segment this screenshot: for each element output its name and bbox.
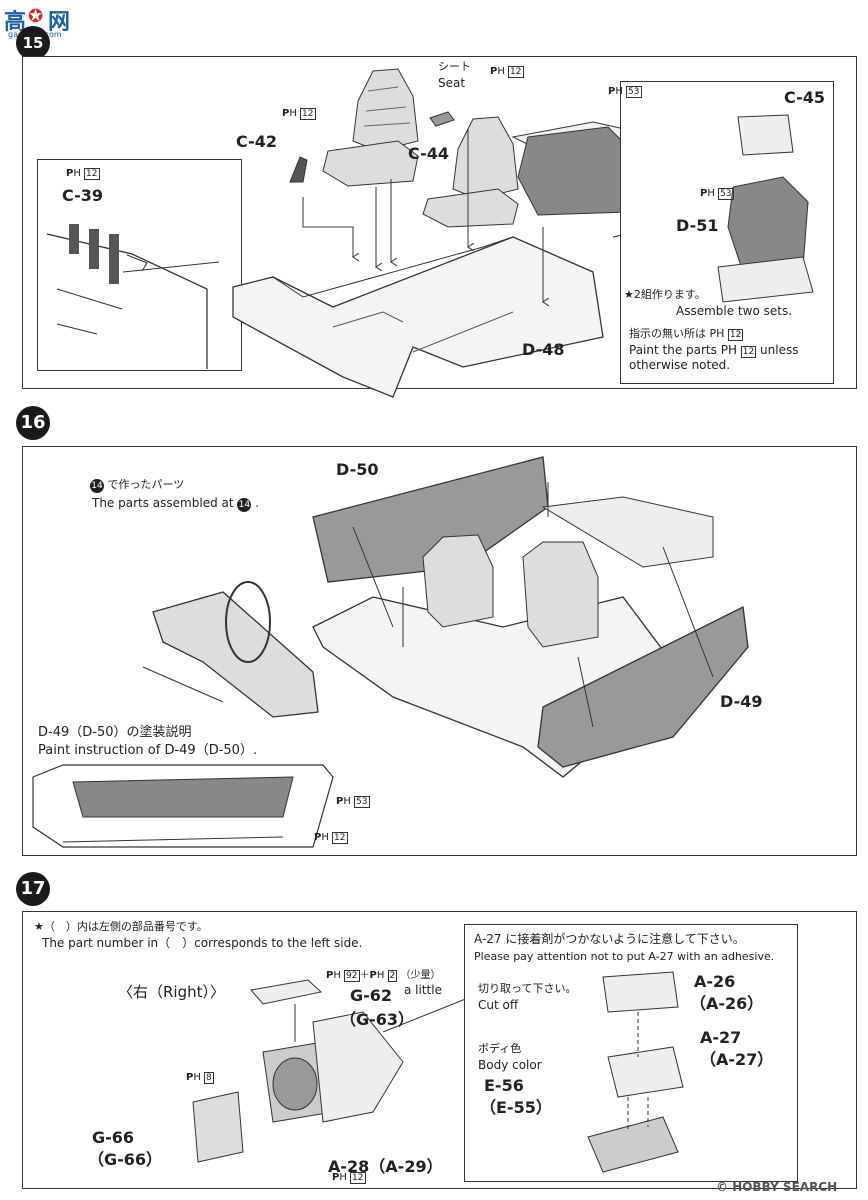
ph53-door-label: PH 53	[336, 796, 370, 808]
cut-off-en: Cut off	[478, 998, 519, 1012]
watermark-logo-char1: 高	[4, 10, 27, 35]
s17-note-jp: ★（ ）内は左側の部品番号です。	[34, 920, 208, 933]
inset-note-en1: Assemble two sets.	[676, 304, 793, 318]
console-warn-en: Please pay attention not to put A-27 wit…	[474, 950, 775, 963]
paint-instruction-jp: D-49（D-50）の塗装説明	[38, 725, 192, 740]
parts-at14-en: The parts assembled at 14 .	[92, 496, 260, 512]
part-c42: C-42	[236, 132, 278, 151]
part-g63: （G-63）	[340, 1010, 415, 1029]
step-16-number: 16	[16, 406, 50, 440]
part-c45: C-45	[784, 88, 826, 107]
console-drawing	[587, 971, 684, 1173]
inset-note-en3: otherwise noted.	[629, 358, 731, 372]
ph12-a28-label: PH 12	[332, 1172, 366, 1184]
ph-c39-label: PH 12	[66, 168, 100, 180]
part-d51: D-51	[676, 216, 719, 235]
step14-circle: 14	[90, 479, 104, 493]
part-a27: A-27	[700, 1028, 742, 1047]
step14-circle-en: 14	[237, 498, 252, 512]
body-color-jp: ボディ色	[478, 1042, 522, 1055]
part-g62: G-62	[350, 986, 393, 1005]
inset-note-jp1: ★2組作ります。	[624, 288, 706, 301]
pedal-inset	[37, 159, 242, 371]
cut-off-jp: 切り取って下さい。	[478, 982, 577, 995]
inset-note-jp2: 指示の無い所は PH 12	[629, 327, 744, 341]
pedal-drawing	[46, 224, 208, 369]
front-seat-drawing	[322, 68, 419, 187]
paint-instruction-en: Paint instruction of D-49（D-50）.	[38, 743, 258, 758]
ph-mix-label: PH 92＋PH 2 （少量）	[326, 970, 441, 982]
door-trim-assembly-drawing	[192, 979, 484, 1163]
part-a26: A-26	[694, 972, 736, 991]
part-g66-paren: （G-66）	[88, 1150, 163, 1169]
body-color-en: Body color	[478, 1058, 542, 1072]
ph-rear-label: PH 53	[608, 86, 642, 98]
step-15-number: 15	[16, 26, 50, 60]
console-warn-jp: A-27 に接着剤がつかないように注意して下さい。	[474, 932, 745, 946]
mix-en-label: a little	[404, 983, 442, 997]
parts-at14-jp: 14 で作ったパーツ	[90, 478, 185, 493]
part-d49: D-49	[720, 692, 763, 711]
step-16-panel	[22, 446, 857, 856]
part-e55: （E-55）	[480, 1098, 552, 1117]
right-side-label: 〈右（Right）〉	[118, 983, 226, 1001]
step-15-panel	[22, 56, 857, 398]
step-17-number: 17	[16, 872, 50, 906]
part-a28: A-28（A-29）	[328, 1157, 443, 1176]
hobby-search-watermark: © HOBBY SEARCH	[716, 1180, 838, 1194]
part-d48: D-48	[522, 340, 565, 359]
step-17-panel	[22, 911, 857, 1189]
shifter-drawing	[289, 156, 308, 183]
part-c39: C-39	[62, 186, 104, 205]
part-g66: G-66	[92, 1128, 135, 1147]
part-e56: E-56	[484, 1076, 524, 1095]
seat-label-jp: シート	[438, 60, 471, 73]
watermark-logo-star: ✪	[28, 6, 44, 27]
rear-seat-drawing	[422, 116, 519, 228]
watermark-logo-char2: 网	[48, 10, 71, 35]
interior-assembly-drawing	[32, 456, 749, 848]
seat-label-en: Seat	[438, 76, 466, 90]
part-a27-paren: （A-27）	[700, 1050, 774, 1069]
s17-note-en: The part number in（ ）corresponds to the …	[42, 936, 363, 950]
ph12-door-label: PH 12	[314, 832, 348, 844]
ph-c42-label: PH 12	[282, 108, 316, 120]
seatbelt-drawing	[429, 111, 455, 127]
ph-seat-label: PH 12	[490, 66, 524, 78]
inset-seat-drawing	[717, 114, 814, 303]
inset-note-en2: Paint the parts PH 12 unless	[629, 343, 799, 358]
part-c44: C-44	[408, 144, 450, 163]
ph8-label: PH 8	[186, 1072, 214, 1084]
part-d50: D-50	[336, 460, 379, 479]
ph-inset-label: PH 53	[700, 188, 734, 200]
part-a26-paren: （A-26）	[690, 994, 764, 1013]
